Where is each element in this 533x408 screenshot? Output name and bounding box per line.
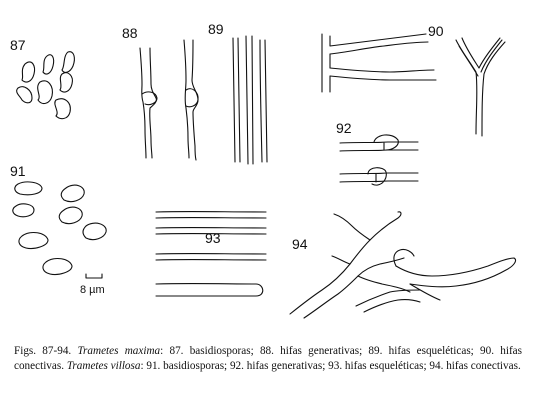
fig92-label: 92 [336,120,352,136]
spore [54,98,71,120]
figure-caption: Figs. 87-94. Trametes maxima: 87. basidi… [14,344,522,374]
hypha-wall [149,47,157,159]
fig89-label: 89 [208,21,224,37]
hypha-wall [289,211,402,315]
fig92-generative-hyphae: 92 [336,120,419,186]
caption-lead: Figs. 87-94. [14,345,78,357]
spore [61,51,75,73]
fig94-label: 94 [292,236,308,252]
fig87-basidiospores: 87 [10,37,75,120]
figure-plate: 87 88 89 90 [10,21,517,319]
caption-part-2: : 91. basidiosporas; 92. hifas generativ… [140,360,521,372]
hypha-wall [339,180,419,183]
scale-bar-label: 8 µm [80,284,105,296]
fig94-binding-hyphae: 94 [289,211,517,319]
hypha-wall [251,35,254,165]
caption-species-2: Trametes villosa [66,360,141,372]
hypha-wall [333,213,371,241]
clamp-connection [367,167,387,186]
spore [42,257,73,276]
hypha-wall [480,39,503,73]
hypha-wall [264,39,268,163]
hypha-wall [329,33,427,47]
caption-part-1: : 87. basidiosporas; 88. hifas generativ… [14,345,522,372]
spore [58,206,83,225]
spore [12,203,35,218]
spore [42,54,55,75]
hypha-wall [357,275,411,293]
hypha-wall [303,257,405,319]
fig91-basidiospores: 91 [10,163,107,276]
hypha-wall [339,149,419,152]
hypha-wall [259,39,263,163]
caption-species-1: Trametes maxima [77,345,161,357]
hypha-wall [395,257,517,288]
fig90-binding-hyphae: 90 [321,23,506,137]
spore [60,184,85,203]
fig88-generative-hyphae: 88 [122,25,199,161]
clamp-connection [373,134,399,151]
hypha-wall [455,39,478,135]
hypha-wall [245,35,249,165]
hypha-wall [329,41,429,55]
hypha-wall [458,45,479,77]
fig87-label: 87 [10,37,26,53]
hypha-wall [183,39,190,159]
spore [82,222,107,241]
fig89-skeletal-hyphae: 89 [208,21,268,165]
hypha-wall [461,37,501,69]
hypha-wall [232,37,236,163]
spore [37,80,53,105]
hypha-wall [339,141,419,144]
hypha-wall [329,67,435,73]
spore [18,231,49,250]
hypha-wall [363,299,421,313]
scale-bar-line [85,273,103,279]
fig90-label: 90 [428,23,444,39]
spore [14,181,43,196]
fig93-label: 93 [205,230,221,246]
hypha-wall [331,255,351,265]
hypha-wall [139,47,147,159]
hypha-wall [481,41,506,137]
scale-bar: 8 µm [80,273,105,296]
clamp-connection [185,88,199,108]
fig88-label: 88 [122,25,138,41]
hypha-wall [191,39,199,161]
hypha-wall [339,172,419,175]
clamp-connection [141,91,158,106]
fig93-skeletal-hyphae: 93 [155,211,267,297]
hypha-wall [355,289,421,307]
fig91-label: 91 [10,163,26,179]
hypha-tip [155,283,264,297]
spore [21,61,36,83]
spore [16,86,33,104]
hypha-wall [237,37,241,163]
hypha-wall [393,248,415,267]
spore [59,72,73,93]
hypha-wall [329,75,437,81]
hypha-wall [409,283,441,301]
